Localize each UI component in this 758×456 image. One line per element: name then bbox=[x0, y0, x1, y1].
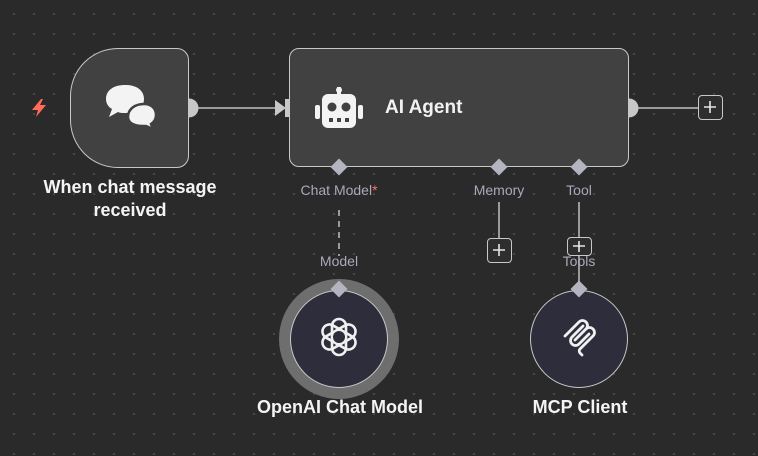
chat-model-port-label: Chat Model* bbox=[300, 182, 378, 198]
plus-icon bbox=[493, 244, 505, 256]
agent-input-handle[interactable] bbox=[285, 99, 291, 117]
mcp-icon bbox=[559, 317, 599, 362]
lightning-bolt-icon bbox=[28, 97, 50, 119]
required-asterisk: * bbox=[372, 182, 378, 198]
tools-port-label: Tools bbox=[562, 253, 596, 269]
add-memory-button[interactable] bbox=[487, 238, 512, 263]
ai-agent-node[interactable]: AI Agent bbox=[289, 48, 629, 167]
robot-icon bbox=[314, 87, 364, 138]
ai-agent-title: AI Agent bbox=[385, 97, 463, 118]
memory-port-label: Memory bbox=[473, 182, 525, 198]
plus-icon bbox=[573, 241, 585, 252]
openai-chat-model-node[interactable] bbox=[290, 290, 388, 388]
plus-icon bbox=[704, 101, 716, 113]
model-port-label: Model bbox=[319, 253, 359, 269]
tool-port-label: Tool bbox=[566, 182, 592, 198]
connection-arrowhead bbox=[275, 100, 286, 116]
chat-bubbles-icon bbox=[103, 83, 157, 134]
trigger-node[interactable] bbox=[70, 48, 189, 168]
add-tool-button[interactable] bbox=[567, 237, 592, 256]
openai-icon bbox=[317, 315, 361, 364]
mcp-node-label: MCP Client bbox=[532, 397, 628, 417]
add-next-node-button[interactable] bbox=[698, 95, 723, 120]
trigger-node-label: When chat message received bbox=[43, 177, 217, 220]
mcp-client-node[interactable] bbox=[530, 290, 628, 388]
openai-node-label: OpenAI Chat Model bbox=[257, 397, 423, 417]
